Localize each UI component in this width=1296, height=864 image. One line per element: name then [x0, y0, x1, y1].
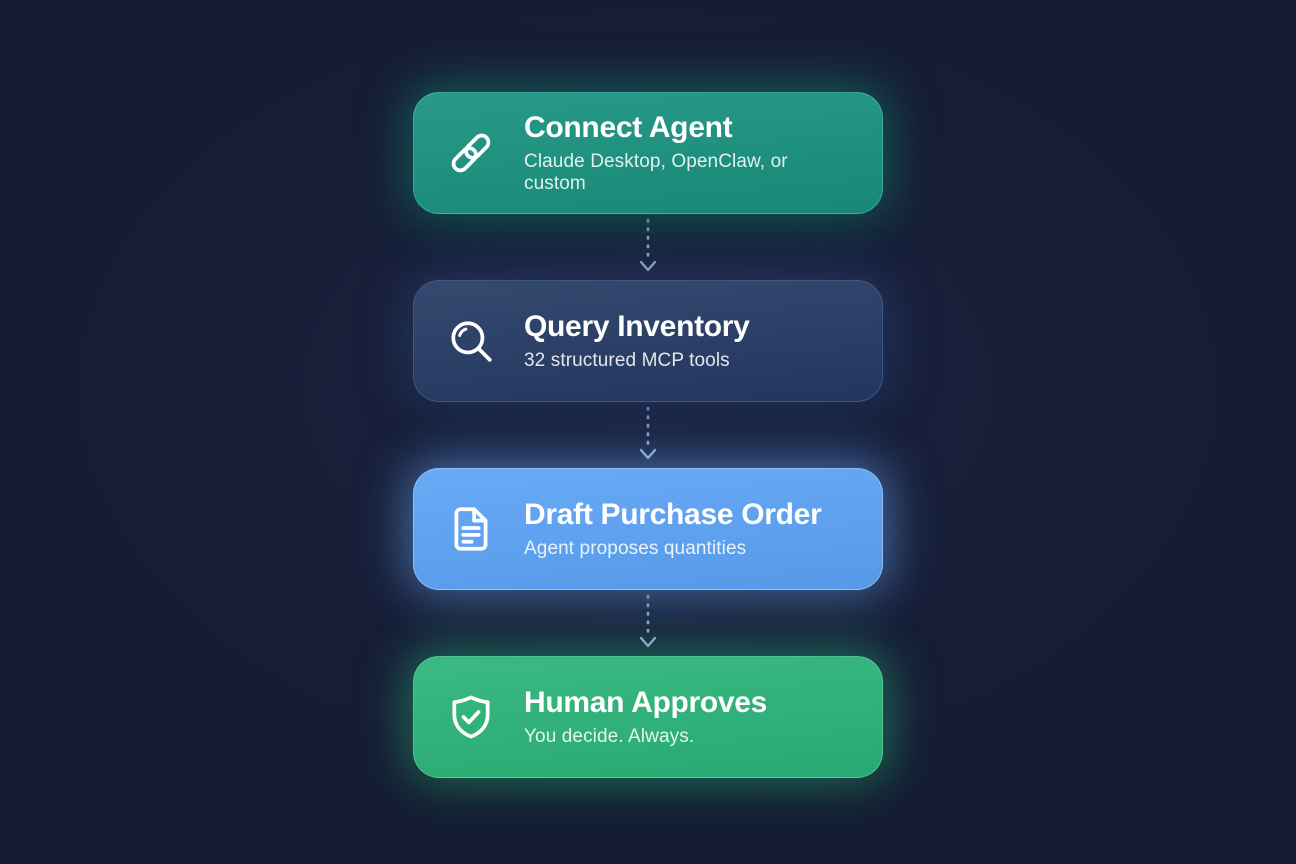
step-card-connect-agent: Connect Agent Claude Desktop, OpenClaw, …	[413, 92, 883, 214]
down-arrow-icon	[639, 594, 657, 648]
link-icon	[446, 126, 496, 180]
step-title: Query Inventory	[524, 309, 750, 343]
down-arrow-icon	[639, 218, 657, 272]
step-card-draft-purchase-order: Draft Purchase Order Agent proposes quan…	[413, 468, 883, 590]
workflow-diagram: Connect Agent Claude Desktop, OpenClaw, …	[413, 0, 883, 778]
step-title: Connect Agent	[524, 110, 733, 144]
step-card-human-approves: Human Approves You decide. Always.	[413, 656, 883, 778]
document-icon	[446, 502, 496, 556]
connector-arrow	[413, 402, 883, 468]
connector-arrow	[413, 214, 883, 280]
step-title: Draft Purchase Order	[524, 497, 822, 531]
down-arrow-icon	[639, 406, 657, 460]
step-title: Human Approves	[524, 685, 768, 719]
step-subtitle: Claude Desktop, OpenClaw, or custom	[524, 151, 788, 195]
step-subtitle: You decide. Always.	[524, 726, 695, 748]
step-subtitle: Agent proposes quantities	[524, 538, 747, 560]
shield-check-icon	[446, 690, 496, 744]
step-card-query-inventory: Query Inventory 32 structured MCP tools	[413, 280, 883, 402]
step-subtitle: 32 structured MCP tools	[524, 350, 730, 372]
search-icon	[446, 314, 496, 368]
connector-arrow	[413, 590, 883, 656]
